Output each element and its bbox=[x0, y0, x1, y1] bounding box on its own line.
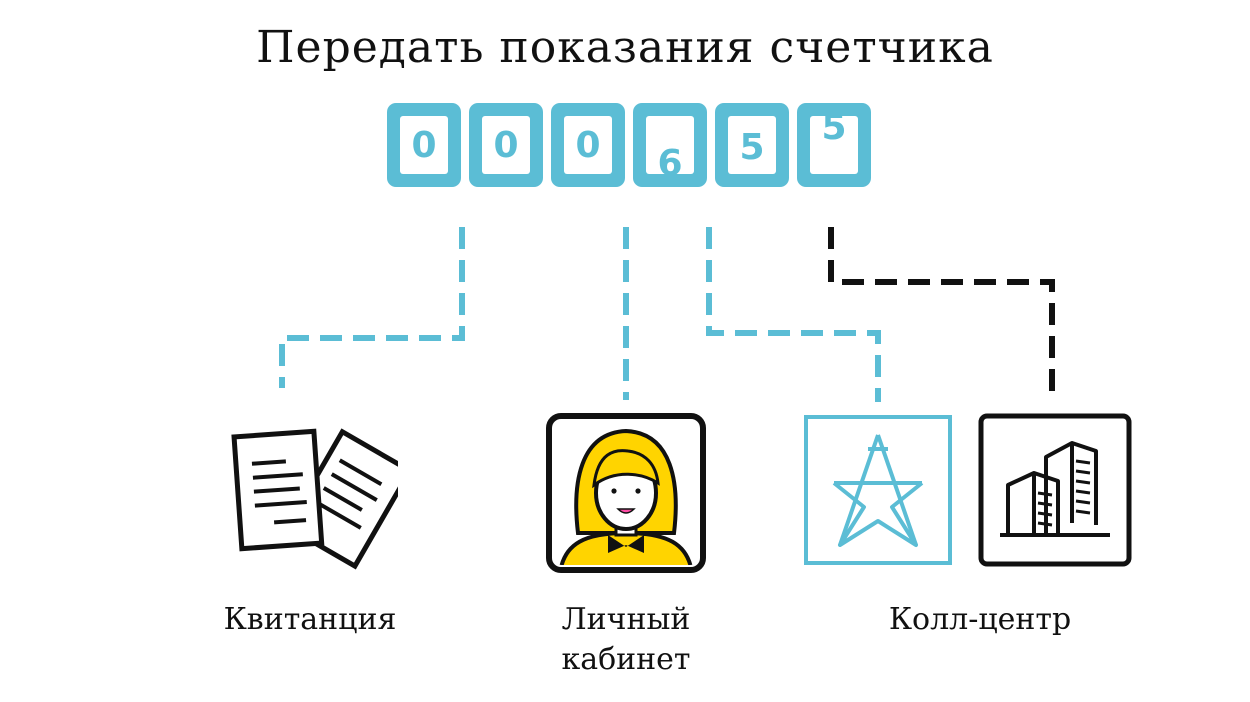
counter-digit-6-value: 5 bbox=[821, 116, 847, 148]
label-cabinet: Личный кабинет bbox=[520, 600, 732, 680]
counter-digit-4: 6 bbox=[633, 103, 707, 187]
counter-digit-1-value: 0 bbox=[411, 125, 437, 166]
label-cabinet-line1: Личный bbox=[561, 602, 691, 637]
counter-digit-5: 5 bbox=[715, 103, 789, 187]
user-avatar-icon bbox=[546, 413, 706, 573]
counter-digit-3: 0 bbox=[551, 103, 625, 187]
counter-digit-6: 5 bbox=[797, 103, 871, 187]
label-callcenter: Колл-центр bbox=[888, 602, 1072, 637]
office-buildings-icon bbox=[978, 413, 1132, 567]
connector-callcenter bbox=[828, 227, 1055, 402]
label-cabinet-line2: кабинет bbox=[561, 642, 691, 677]
counter-digit-1: 0 bbox=[387, 103, 461, 187]
counter-digit-5-value: 5 bbox=[739, 127, 765, 168]
receipt-documents-icon bbox=[231, 428, 398, 570]
counter-digit-2-value: 0 bbox=[493, 125, 519, 166]
counter-digit-4-value: 6 bbox=[657, 143, 683, 175]
connector-receipt bbox=[279, 227, 465, 388]
label-receipt: Квитанция bbox=[223, 602, 397, 637]
connector-grid bbox=[706, 227, 881, 402]
counter-digit-3-value: 0 bbox=[575, 125, 601, 166]
power-tower-icon bbox=[804, 415, 952, 565]
page-title: Передать показания счетчика bbox=[256, 22, 994, 73]
counter-digit-2: 0 bbox=[469, 103, 543, 187]
